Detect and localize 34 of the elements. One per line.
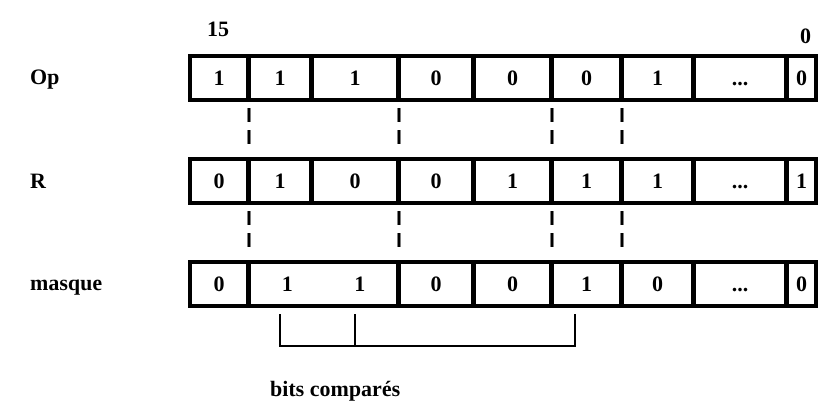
bit-cell: 1 xyxy=(550,157,623,205)
bit-cell: 0 xyxy=(188,157,250,205)
bit-cell: 1 xyxy=(247,54,313,102)
bit-cell: 1 xyxy=(620,54,695,102)
bit-cell: 0 xyxy=(397,54,475,102)
bit-cell: 1 xyxy=(188,54,250,102)
bit-cell xyxy=(247,260,400,308)
bit-cell: 1 xyxy=(620,157,695,205)
bit-cell: 0 xyxy=(785,54,818,102)
bit-cell: 0 xyxy=(472,260,553,308)
bit-value: 1 xyxy=(354,271,366,297)
bit-cell: 0 xyxy=(397,260,475,308)
bit-cell: ... xyxy=(692,54,788,102)
bit-cell: 0 xyxy=(310,157,400,205)
bit-index: 15 xyxy=(207,18,229,40)
bit-index: 0 xyxy=(800,25,811,47)
bit-cell: 1 xyxy=(550,260,623,308)
row-label: masque xyxy=(30,272,102,294)
bit-cell: 1 xyxy=(310,54,400,102)
bit-cell: ... xyxy=(692,157,788,205)
bit-cell: 1 xyxy=(247,157,313,205)
bit-value: 1 xyxy=(282,271,293,297)
bit-cell: 0 xyxy=(620,260,695,308)
bit-cell: 0 xyxy=(550,54,623,102)
bit-cell: 0 xyxy=(188,260,250,308)
row-label: Op xyxy=(30,66,60,88)
row-label: R xyxy=(30,170,46,192)
bit-cell: 1 xyxy=(785,157,818,205)
bit-cell: ... xyxy=(692,260,788,308)
caption-text: bits comparés xyxy=(270,378,400,400)
bit-cell: 0 xyxy=(785,260,818,308)
bit-cell: 0 xyxy=(472,54,553,102)
bit-cell: 1 xyxy=(472,157,553,205)
bit-cell: 0 xyxy=(397,157,475,205)
